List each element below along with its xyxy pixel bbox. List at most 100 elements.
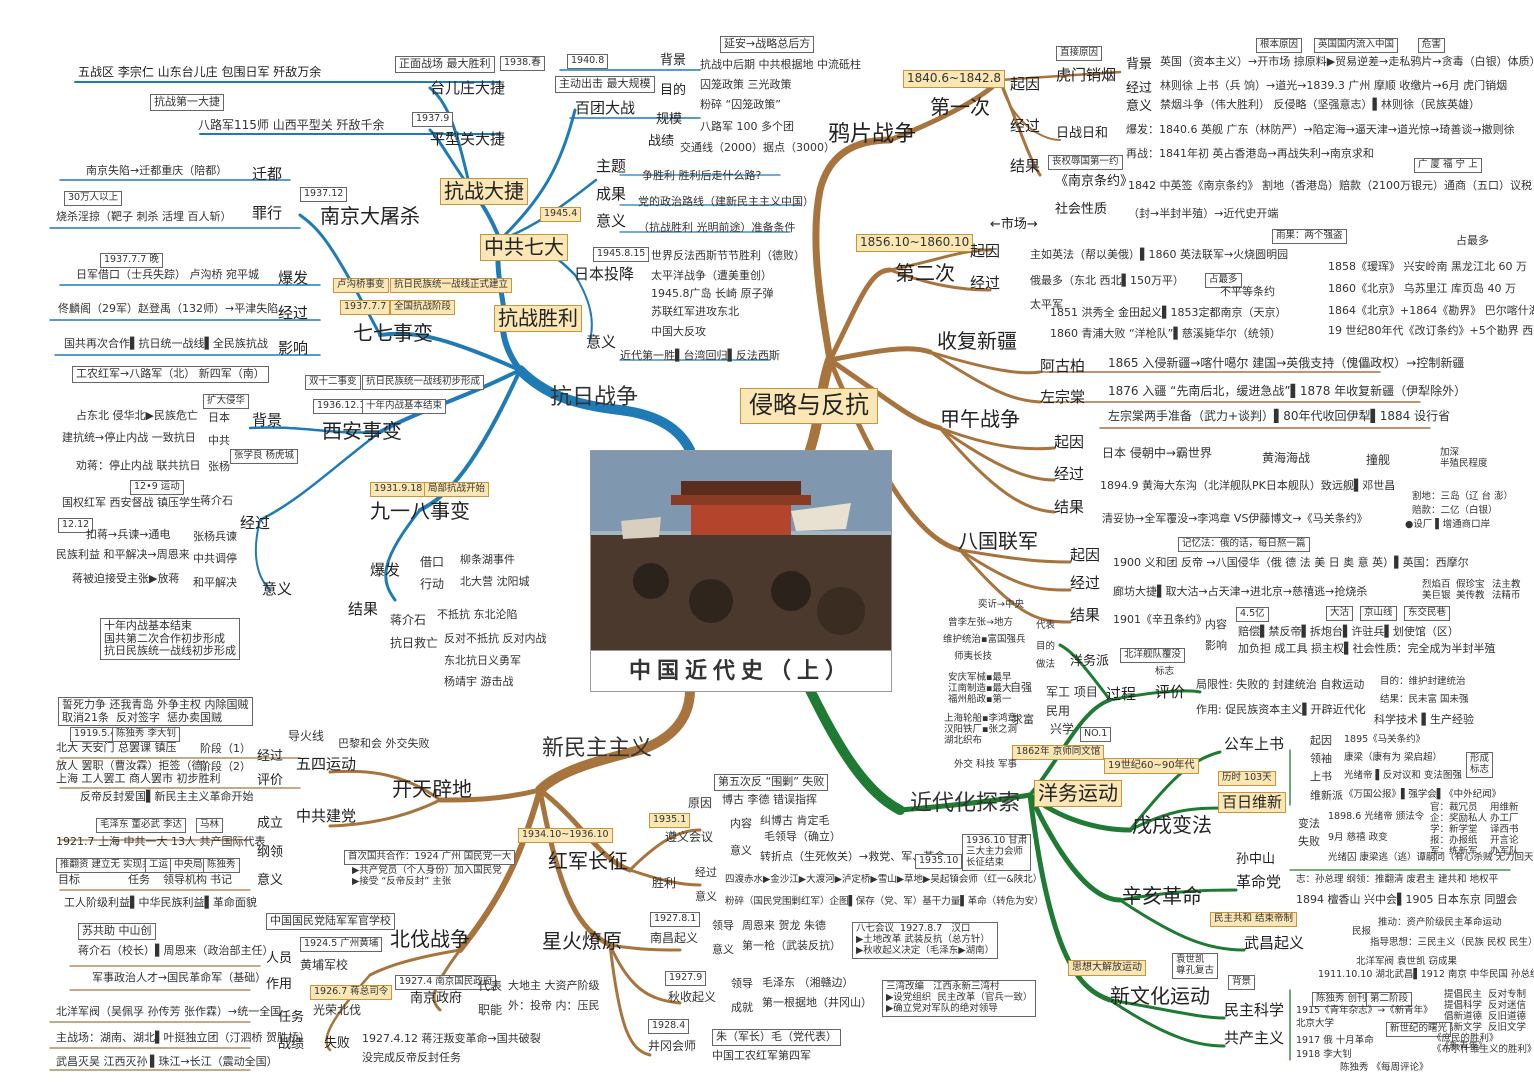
map-node: 推动：资产阶级民主革命运动 [1378,917,1502,928]
map-node: 东北抗日义勇军 [444,654,521,667]
map-node: 加深 半殖民程度 [1440,447,1488,469]
map-node: 结果 [1054,498,1085,516]
map-node: 意义 [1126,99,1153,114]
map-node: 囚笼政策 三光政策 [700,78,792,91]
map-node: 爆发 [278,269,309,287]
map-node: 三湾改编 江西永新三湾村 ▶设党组织 民主改革（官兵一致） ▶确立党对军队的绝对… [882,980,1037,1017]
map-node: 禁烟斗争（伟大胜利） 反侵略（坚强意志）▌林则徐（民族英雄） [1160,98,1480,111]
map-node: 作用 [266,977,293,992]
map-node: 1937.12 [300,187,348,202]
map-node: 主如英法（帮以美俄）▌1860 英法联军→火烧圆明园 [1030,248,1289,261]
map-node: 根本原因 [1256,38,1303,53]
map-node: 工农红军→八路军（北） 新四军（南） [72,366,269,383]
map-node: 党的政治路线（建新民主主义中国） [638,195,814,208]
map-node: 上海轮船▪李鸿章 汉阳铁厂▪张之洞 湖北织布 [944,713,1017,746]
map-node: 黄埔军校 [300,958,349,972]
map-node: 抗日民族统一战线初步形成 [362,375,485,390]
map-node: 代表 [478,979,503,993]
map-node: 延安→战略总后方 [720,36,815,53]
map-node: 1935.10 [915,854,963,869]
map-node: 鸦片战争 [828,122,917,147]
map-node: 《庶民的胜利》 《布尔什维主义的胜利》 [1432,1033,1534,1055]
map-node: 日战日和 [1056,126,1109,141]
map-node: 抗战第一大捷 [150,94,224,111]
map-node: 原因 [688,796,713,810]
map-node: 上书 [1310,770,1332,783]
map-node: 九一八事变 [370,499,470,523]
map-node: 遵义会议 [665,830,714,844]
map-node: 指导思想：三民主义（民族 民权 民生） [1370,937,1534,948]
map-node: 抗战胜利 [494,305,582,332]
map-node: 北大 天安门 总罢课 镇压 [56,741,177,754]
map-node: 1842 中英签《南京条约》 割地（香港岛）赔款（2100万银元）通商（五口）议… [1128,179,1532,192]
map-node: 职能 [478,1003,503,1017]
map-node: 交通线（2000）据点（3000） [680,141,835,154]
map-node: 苏联红军进攻东北 [651,305,739,318]
map-node: 战绩 [648,134,675,149]
map-node: 马林 [196,818,224,833]
map-node: 武昌灭吴 江西灭孙 [56,1055,148,1068]
map-node: 北伐战争 [390,927,470,951]
map-node: 自强 [1010,681,1032,694]
map-node: 《新青年》 [1440,1041,1488,1052]
map-node: 19 世纪80年代《改订条约》+5个勘界 西北 [1328,324,1534,337]
map-node: 法主教 法精币 [1492,579,1521,601]
map-node: 书记 [210,873,232,886]
map-node: 抗日民族统一战线正式建立 [390,278,513,293]
map-node: 奕䜣→中央 [978,599,1024,610]
map-node: 八七会议 1927.8.7 汉口 ▶土地改革 武装反抗（总方针） ▶秋收起义决定… [852,922,999,959]
map-node: （抗战胜利 光明前途）准备条件 [638,221,796,234]
map-node: 1860 青浦大败 “洋枪队”▌慈溪毙华尔（统领） [1050,327,1281,340]
map-node: 工人阶级利益▌中华民族利益▌革命面貌 [64,896,257,909]
map-node: 西安事变 [322,419,402,443]
map-node: 第一枪（武装反抗） [742,939,841,952]
map-node: 四渡赤水▶金沙江▶大渡河▶泸定桥▶雪山▶草地▶吴起镇会师（红一&陕北） [725,874,1043,885]
map-node: 目的 [660,83,687,98]
map-node: 1900 义和团 反帝 →八国侵华（俄 德 法 美 日 奥 意 英）▌英国：西摩… [1113,556,1469,569]
map-node: 1858《瑷珲》 兴安岭南 黑龙江北 60 万 [1328,260,1527,273]
map-node: 战绩 [278,1037,305,1052]
map-node: 起因 [970,242,1001,260]
map-node: 南京政府 [410,991,463,1006]
map-node: 建抗统→停止内战 一致抗日 [62,431,196,444]
map-node: 外：投帝 内：压民 [508,999,600,1012]
map-node: 张学良 杨虎城 [230,449,299,464]
map-node: 内容 [730,817,752,830]
map-node: 1895《马关条约》 [1344,734,1426,745]
map-node: 佟麟阁（29军）赵登禹（132师）→平津失陷 [58,302,279,315]
map-node: 和平解决 [193,576,237,589]
map-node: 近代第一胜▌台湾回归▌反法西斯 [620,349,780,362]
map-node: 卢沟桥事变 [333,278,389,293]
map-node: 北大营 沈阳城 [460,575,530,588]
map-node: 再战：1841年初 英占香港岛→再战失利→南京求和 [1126,147,1374,160]
map-node: 扩大侵华 [203,394,250,409]
map-node: 领导机构 [163,873,207,886]
map-node: 1876 入疆 “先南后北，缓进急战”▌1878 年收复新疆（伊犁除外） [1108,384,1467,398]
map-node: 起因 [1070,546,1101,564]
map-node: 东交民巷 [1404,606,1451,621]
map-node: 过程 [1106,685,1137,703]
map-node: 内容 [1205,618,1227,631]
map-node: 背景 [1228,975,1256,990]
map-node: 袁世凯 尊孔复古 [1172,953,1219,979]
map-node: 提倡民主 反对专制 提倡科学 反对迷信 倡新道德 反旧道德 倡新文学 反旧文学 [1444,989,1527,1033]
map-node: 北洋军阀 袁世凯 窃成果 [1356,956,1458,967]
map-node: 占最多 [1456,234,1489,247]
map-node: 第一根据地（井冈山） [762,996,872,1009]
map-node: 形成 标志 [1466,752,1494,778]
map-node: 没完成反帝反封任务 [362,1051,461,1064]
map-node: 1840.6~1842.8 [903,70,1006,88]
map-node: 中共 [208,434,230,447]
map-node: 第一次 [930,95,990,119]
map-node: 曾李左张→地方 [948,617,1013,628]
map-node: 中共调停 [193,552,237,565]
map-node: 台儿庄大捷 [430,79,506,97]
map-node: 收复新疆 [937,329,1017,353]
map-node: 新文化运动 [1110,984,1210,1008]
map-node: 1938.春 [500,56,545,71]
map-node: 广 厦 福 宁 上 [1414,158,1482,173]
map-node: 安庆军械▪最早 江南制造▪最大 福州船政▪第一 [948,672,1012,705]
map-node: 甲午战争 [940,407,1020,431]
map-node: 洋务派 [1070,654,1110,669]
map-node: 失败 [1298,835,1320,848]
